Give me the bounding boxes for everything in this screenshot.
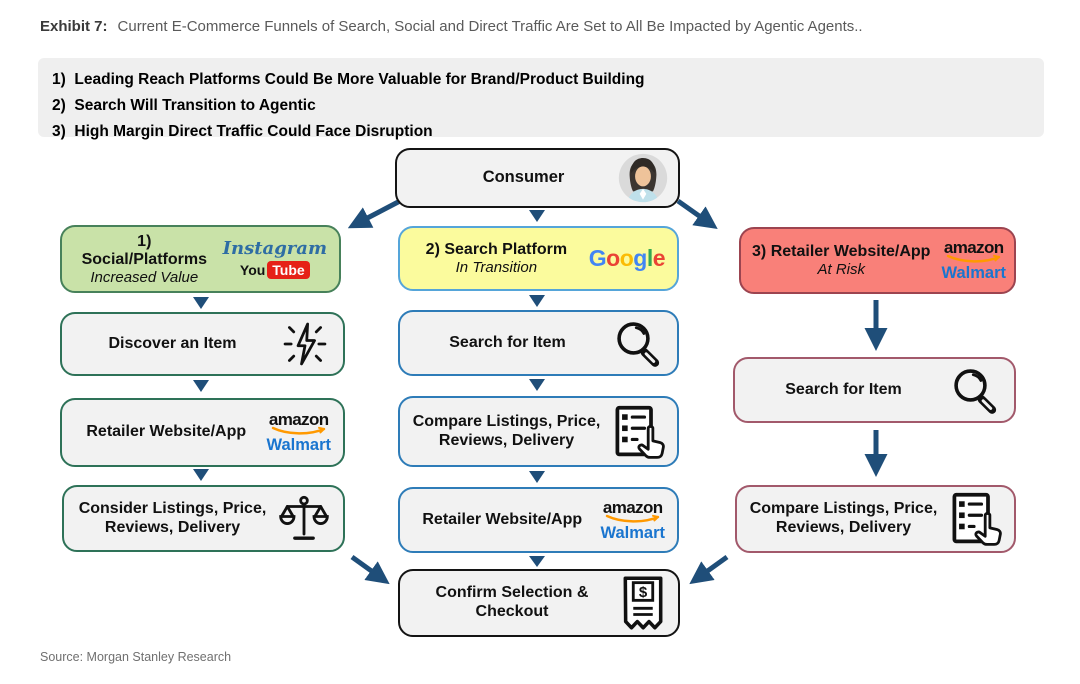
google-letter: o: [606, 245, 620, 271]
google-letter: g: [633, 245, 647, 271]
google-letter: G: [588, 245, 607, 271]
search-platform-logos: Google: [588, 245, 666, 271]
retailer-website-label: Retailer Website/App: [86, 423, 247, 441]
search-platform-header: 2) Search Platform In Transition Google: [398, 226, 679, 291]
retailer-logos: amazon Walmart: [267, 411, 332, 454]
search-platform-title: 2) Search Platform: [425, 241, 568, 258]
amazon-swoosh: [605, 514, 659, 523]
google-letter: l: [646, 245, 653, 271]
consumer-avatar-icon: [618, 153, 668, 208]
amazon-swoosh: [946, 255, 1000, 263]
social-platforms-header-text: 1) Social/Platforms Increased Value: [74, 233, 215, 286]
key-point-3: 3) High Margin Direct Traffic Could Face…: [52, 123, 433, 140]
retailer-website-box-social: Retailer Website/App amazon Walmart: [60, 398, 345, 467]
google-letter: o: [619, 245, 634, 271]
social-platforms-subtitle: Increased Value: [90, 268, 199, 286]
retailer-website-title: 3) Retailer Website/App: [752, 243, 931, 260]
discover-item-label: Discover an Item: [108, 334, 237, 352]
retailer-website-header-text: 3) Retailer Website/App At Risk: [749, 243, 934, 278]
amazon-logo-text: amazon: [602, 497, 663, 517]
search-platform-subtitle: In Transition: [455, 259, 538, 276]
receipt-icon: $: [620, 575, 666, 631]
amazon-logo: amazon: [603, 499, 663, 523]
exhibit-label: Exhibit 7:: [40, 18, 108, 35]
compare-listings-label: Compare Listings, Price, Reviews, Delive…: [412, 412, 601, 449]
key-point-2: 2) Search Will Transition to Agentic: [52, 97, 316, 114]
walmart-logo: Walmart: [600, 523, 666, 542]
key-points-panel: 1) Leading Reach Platforms Could Be More…: [38, 58, 1044, 140]
compare-listings-label: Compare Listings, Price, Reviews, Delive…: [749, 500, 938, 536]
exhibit-title-text: Current E-Commerce Funnels of Search, So…: [117, 18, 863, 35]
compare-listings-box-right: Compare Listings, Price, Reviews, Delive…: [735, 485, 1016, 553]
retailer-header-logos: amazon Walmart: [942, 239, 1007, 282]
instagram-logo: Instagram: [222, 237, 327, 259]
retailer-website-subtitle: At Risk: [817, 261, 865, 278]
social-platforms-title: 1) Social/Platforms: [81, 232, 207, 268]
retailer-logos: amazon Walmart: [601, 499, 666, 542]
consider-listings-box: Consider Listings, Price, Reviews, Deliv…: [62, 485, 345, 552]
youtube-logo-you: You: [239, 261, 266, 278]
confirm-checkout-label: Confirm Selection & Checkout: [435, 584, 589, 620]
walmart-logo: Walmart: [266, 436, 332, 455]
amazon-logo: amazon: [269, 411, 329, 435]
search-item-label: Search for Item: [449, 333, 566, 351]
source-note: Source: Morgan Stanley Research: [40, 650, 232, 664]
youtube-logo-tube: Tube: [267, 260, 310, 279]
checklist-hand-icon: [609, 404, 665, 460]
key-point-1: 1) Leading Reach Platforms Could Be More…: [52, 71, 645, 88]
magnifier-icon: [611, 316, 665, 370]
confirm-checkout-box: Confirm Selection & Checkout $: [398, 569, 680, 637]
retailer-website-label: Retailer Website/App: [422, 510, 583, 528]
exhibit-title: Exhibit 7: Current E-Commerce Funnels of …: [40, 18, 1050, 35]
retailer-website-header: 3) Retailer Website/App At Risk amazon W…: [739, 227, 1016, 294]
spark-icon: [279, 318, 331, 370]
compare-listings-box-mid: Compare Listings, Price, Reviews, Delive…: [398, 396, 679, 467]
consumer-box: Consumer: [395, 148, 680, 208]
google-logo: Google: [588, 245, 666, 271]
svg-text:$: $: [639, 584, 648, 601]
walmart-logo: Walmart: [941, 264, 1007, 283]
amazon-logo-text: amazon: [268, 410, 329, 430]
consumer-label: Consumer: [482, 168, 565, 187]
social-platforms-header: 1) Social/Platforms Increased Value Inst…: [60, 225, 341, 293]
amazon-logo: amazon: [944, 239, 1004, 263]
search-platform-header-text: 2) Search Platform In Transition: [412, 241, 581, 276]
google-letter: e: [652, 245, 666, 271]
discover-item-box: Discover an Item: [60, 312, 345, 376]
magnifier-icon: [948, 363, 1002, 417]
search-item-box-right: Search for Item: [733, 357, 1016, 423]
search-item-box-mid: Search for Item: [398, 310, 679, 376]
amazon-logo-text: amazon: [943, 238, 1004, 258]
retailer-website-box-mid: Retailer Website/App amazon Walmart: [398, 487, 679, 553]
checklist-hand-icon: [946, 491, 1002, 547]
amazon-swoosh: [271, 427, 325, 435]
scales-icon: [277, 494, 331, 544]
search-item-label: Search for Item: [785, 380, 902, 398]
consider-listings-label: Consider Listings, Price, Reviews, Deliv…: [78, 499, 267, 536]
